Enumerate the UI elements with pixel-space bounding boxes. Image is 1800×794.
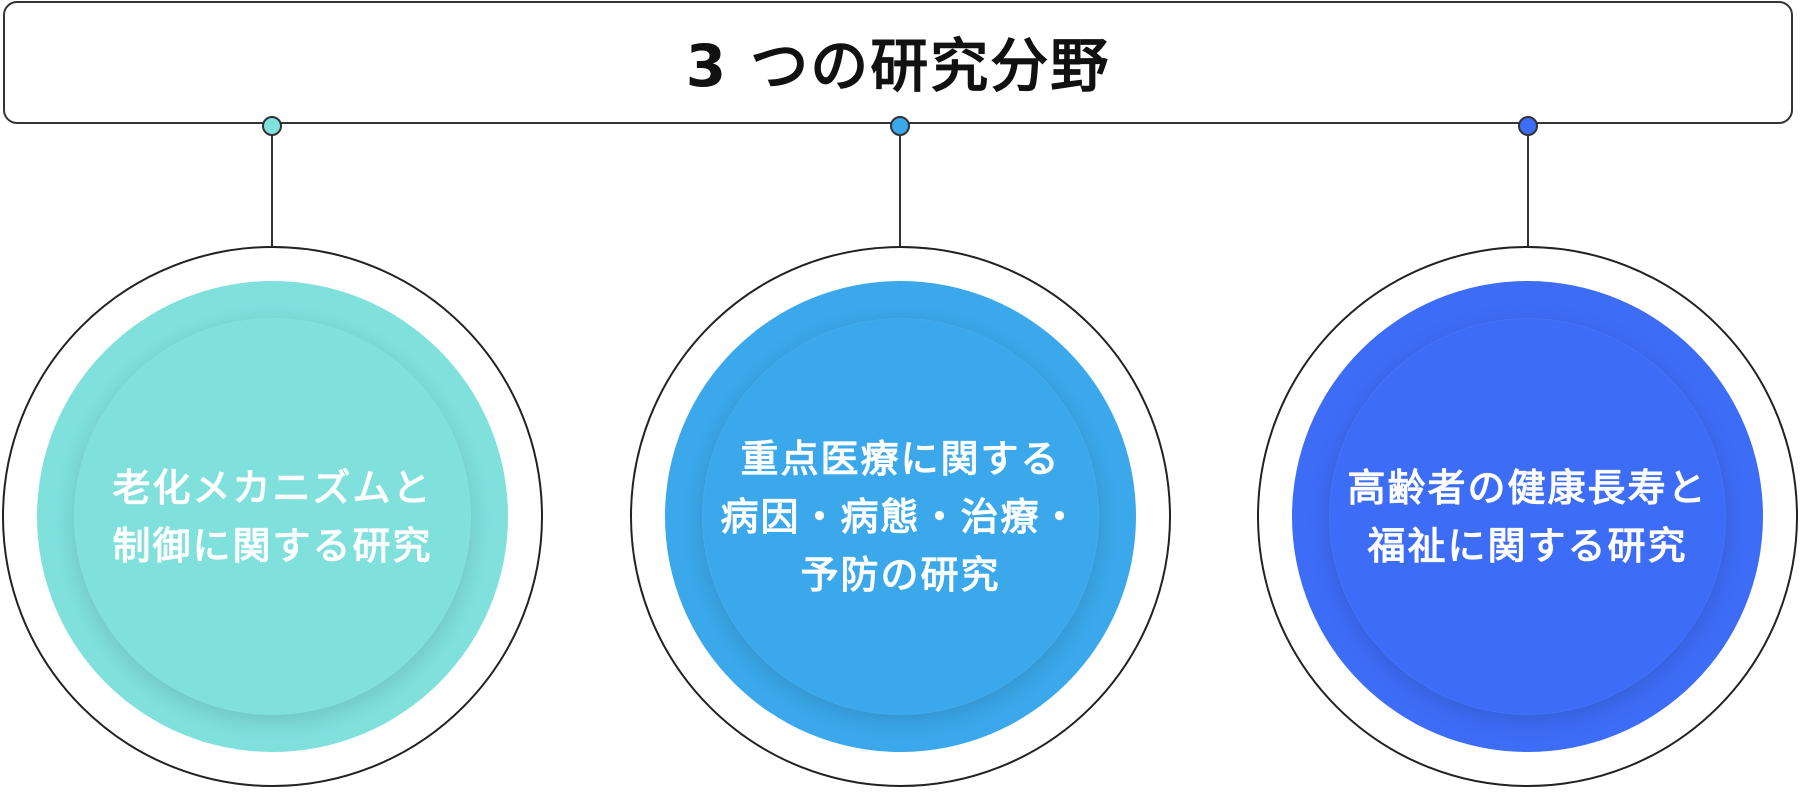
diagram-title: 3 つの研究分野 (685, 31, 1111, 100)
research-area-fill-2: 重点医療に関する 病因・病態・治療・ 予防の研究 (665, 281, 1136, 752)
connector-line-3 (1527, 136, 1529, 246)
research-area-core-1 (74, 318, 471, 715)
research-area-2-line-3: 予防の研究 (800, 552, 1001, 597)
research-area-core-3 (1329, 318, 1726, 715)
connector-line-1 (271, 136, 273, 246)
research-area-circle-3: 高齢者の健康長寿と 福祉に関する研究 (1257, 246, 1798, 787)
research-area-3-line-2: 福祉に関する研究 (1367, 523, 1688, 568)
research-area-3-line-1: 高齢者の健康長寿と (1347, 465, 1708, 510)
research-area-label-1: 老化メカニズムと 制御に関する研究 (112, 459, 432, 575)
research-area-label-2: 重点医療に関する 病因・病態・治療・ 予防の研究 (720, 430, 1080, 604)
research-area-1-line-1: 老化メカニズムと (112, 465, 433, 510)
connector-dot-2 (890, 116, 910, 136)
research-area-2-line-1: 重点医療に関する (740, 436, 1061, 481)
research-area-1-line-2: 制御に関する研究 (112, 523, 433, 568)
research-area-fill-1: 老化メカニズムと 制御に関する研究 (37, 281, 508, 752)
title-bar: 3 つの研究分野 (3, 1, 1793, 124)
connector-dot-1 (262, 116, 282, 136)
research-area-2-line-2: 病因・病態・治療・ (720, 494, 1081, 539)
research-area-circle-1: 老化メカニズムと 制御に関する研究 (2, 246, 543, 787)
connector-line-2 (899, 136, 901, 246)
research-area-fill-3: 高齢者の健康長寿と 福祉に関する研究 (1292, 281, 1763, 752)
research-area-label-3: 高齢者の健康長寿と 福祉に関する研究 (1347, 459, 1707, 575)
research-area-core-2 (702, 318, 1099, 715)
research-area-circle-2: 重点医療に関する 病因・病態・治療・ 予防の研究 (630, 246, 1171, 787)
connector-dot-3 (1518, 116, 1538, 136)
